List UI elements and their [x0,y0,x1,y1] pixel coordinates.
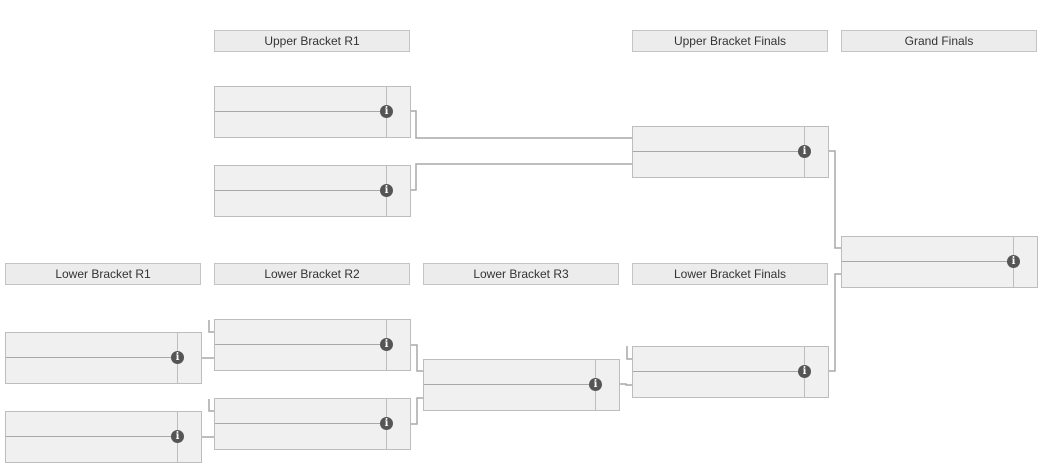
connector-dropin-lbf [626,346,632,360]
team-slot-top[interactable] [633,347,805,372]
header-upper-bracket-r1: Upper Bracket R1 [214,30,410,52]
connector-dropin-lb2a [208,320,214,333]
header-lower-bracket-r2: Lower Bracket R2 [214,263,410,285]
info-icon[interactable]: i [380,417,393,430]
team-slot-bottom[interactable] [424,386,596,411]
team-slot-top[interactable] [215,166,387,191]
info-icon[interactable]: i [380,105,393,118]
team-slot-top[interactable] [215,399,387,424]
connector-lb2b-to-lb3 [411,397,423,425]
header-lower-bracket-finals: Lower Bracket Finals [632,263,828,285]
team-slot-bottom[interactable] [215,192,387,217]
info-icon[interactable]: i [171,430,184,443]
connector-lbf-to-gf [829,273,841,372]
match-upper-r1-1[interactable]: i [214,86,411,138]
team-slot-top[interactable] [6,412,178,437]
match-lower-finals[interactable]: i [632,346,829,398]
match-lower-r3[interactable]: i [423,359,620,411]
team-slot-top[interactable] [842,237,1014,262]
team-slot-bottom[interactable] [633,153,805,178]
team-slot-bottom[interactable] [215,346,387,371]
header-lower-bracket-r1: Lower Bracket R1 [5,263,201,285]
team-slot-bottom[interactable] [215,425,387,450]
team-slot-bottom[interactable] [633,373,805,398]
team-slot-bottom[interactable] [842,263,1014,288]
header-upper-bracket-finals: Upper Bracket Finals [632,30,828,52]
match-lower-r1-1[interactable]: i [5,332,202,384]
header-lower-bracket-r3: Lower Bracket R3 [423,263,619,285]
match-lower-r2-1[interactable]: i [214,319,411,371]
info-icon[interactable]: i [380,184,393,197]
team-slot-bottom[interactable] [6,359,178,384]
match-lower-r1-2[interactable]: i [5,411,202,463]
team-slot-top[interactable] [424,360,596,385]
team-slot-top[interactable] [633,127,805,152]
connector-ub2-to-ubf [411,163,632,191]
team-slot-top[interactable] [6,333,178,358]
team-slot-top[interactable] [215,320,387,345]
match-upper-finals[interactable]: i [632,126,829,178]
info-icon[interactable]: i [1007,255,1020,268]
match-upper-r1-2[interactable]: i [214,165,411,217]
header-grand-finals: Grand Finals [841,30,1037,52]
info-icon[interactable]: i [589,378,602,391]
info-icon[interactable]: i [798,365,811,378]
connector-dropin-lb2b [208,399,214,412]
match-lower-r2-2[interactable]: i [214,398,411,450]
info-icon[interactable]: i [380,338,393,351]
connector-lb3-to-lbf [620,383,632,386]
team-slot-top[interactable] [215,87,387,112]
connector-ub1-to-ubf [411,110,632,139]
info-icon[interactable]: i [798,145,811,158]
connector-ubf-to-gf [829,150,841,249]
team-slot-bottom[interactable] [6,438,178,463]
info-icon[interactable]: i [171,351,184,364]
team-slot-bottom[interactable] [215,113,387,138]
connector-lb2a-to-lb3 [411,344,423,372]
match-grand-finals[interactable]: i [841,236,1038,288]
